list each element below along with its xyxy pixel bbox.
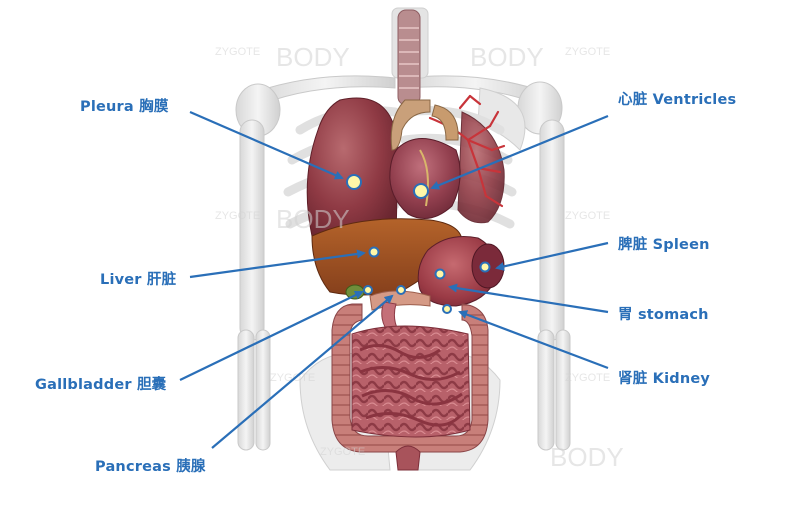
marker-stomach: [434, 268, 446, 280]
watermark-brand: ZYGOTE: [565, 210, 611, 222]
leader-ventricles: [430, 114, 609, 190]
marker-gallbladder: [363, 285, 373, 295]
aorta: [390, 99, 431, 151]
leader-pleura: [189, 110, 344, 180]
label-ventricles: 心脏 Ventricles: [618, 92, 737, 108]
watermark-brand: ZYGOTE: [320, 446, 366, 458]
marker-ventricles: [413, 183, 429, 199]
leader-kidney: [458, 310, 609, 370]
marker-spleen: [479, 261, 491, 273]
watermark-brand: BODY: [470, 42, 544, 72]
leader-spleen: [495, 241, 609, 271]
marker-kidney: [442, 304, 452, 314]
leader-pancreas: [211, 294, 394, 449]
marker-pleura: [346, 174, 362, 190]
bronchial-tree: [428, 94, 506, 208]
heart: [389, 138, 461, 219]
watermark-brand: ZYGOTE: [215, 210, 261, 222]
leader-stomach: [448, 283, 609, 314]
leader-liver: [189, 249, 366, 279]
watermark-brand: ZYGOTE: [270, 372, 316, 384]
label-pleura: Pleura 胸膜: [80, 99, 169, 115]
small-intestine: [351, 325, 471, 438]
marker-liver: [368, 246, 380, 258]
label-kidney: 肾脏 Kidney: [618, 371, 711, 387]
watermark-brand: ZYGOTE: [215, 46, 261, 58]
marker-pancreas: [396, 285, 406, 295]
label-pancreas: Pancreas 胰腺: [95, 459, 206, 475]
watermark-brand: BODY: [276, 42, 350, 72]
watermark-brand: BODY: [276, 204, 350, 234]
label-gallbladder: Gallbladder 胆囊: [35, 377, 167, 393]
watermark-brand: BODY: [550, 442, 624, 472]
colon: [331, 303, 489, 453]
label-spleen: 脾脏 Spleen: [618, 237, 710, 253]
label-liver: Liver 肝脏: [100, 272, 177, 288]
watermark-brand: ZYGOTE: [565, 46, 611, 58]
leader-gallbladder: [179, 290, 364, 381]
watermark-brand: ZYGOTE: [565, 372, 611, 384]
label-stomach: 胃 stomach: [618, 307, 709, 323]
